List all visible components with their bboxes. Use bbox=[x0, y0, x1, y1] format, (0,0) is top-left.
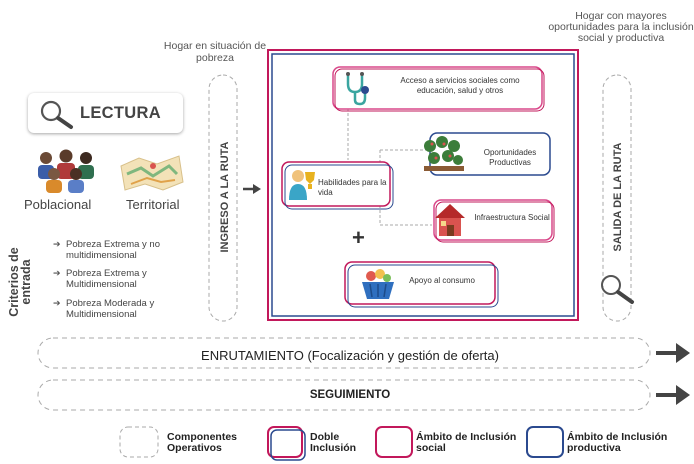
lectura-box bbox=[28, 93, 183, 133]
territorial-label: Territorial bbox=[126, 197, 180, 212]
basket-icon bbox=[362, 269, 394, 299]
poblacional-label: Poblacional bbox=[24, 197, 92, 212]
stethoscope-icon bbox=[346, 72, 369, 106]
people-icon bbox=[38, 149, 94, 193]
legend-productiva: Ámbito de Inclusión productiva bbox=[567, 431, 668, 454]
ingreso-label: INGRESO A LA RUTA bbox=[219, 141, 231, 253]
salida-label: SALIDA DE LA RUTA bbox=[612, 142, 624, 252]
map-icon bbox=[120, 155, 184, 191]
arrow-right-icon bbox=[243, 184, 261, 194]
arrow-right-icon: ➔ bbox=[53, 298, 61, 308]
lectura-title: LECTURA bbox=[80, 104, 161, 122]
apoyo-label: Apoyo al consumo bbox=[409, 276, 475, 285]
trophy-person-icon bbox=[289, 170, 315, 200]
seguimiento-label: SEGUIMIENTO bbox=[309, 389, 391, 401]
legend-operativos: Componentes Operativos bbox=[167, 431, 238, 454]
arrow-right-icon bbox=[656, 343, 690, 363]
arrow-right-icon bbox=[656, 385, 690, 405]
start-label: Hogar en situación de pobreza bbox=[163, 40, 267, 64]
search-icon bbox=[601, 275, 634, 304]
search-icon bbox=[40, 100, 73, 129]
end-label: Hogar con mayores oportunidades para la … bbox=[548, 10, 694, 44]
infraestructura-label: Infraestructura Social bbox=[474, 213, 550, 222]
acceso-label: Acceso a servicios sociales como educaci… bbox=[400, 76, 520, 95]
legend-doble: Doble Inclusión bbox=[310, 431, 357, 454]
oportunidades-label: Oportunidades Productivas bbox=[483, 148, 537, 167]
plus-sign: + bbox=[352, 225, 365, 250]
plants-icon bbox=[424, 136, 464, 171]
house-icon bbox=[435, 204, 465, 236]
legend-social: Ámbito de Inclusión social bbox=[416, 431, 517, 454]
arrow-right-icon: ➔ bbox=[53, 239, 61, 249]
habilidades-label: Habilidades para la vida bbox=[318, 178, 387, 197]
arrow-right-icon: ➔ bbox=[53, 268, 61, 278]
enrutamiento-label: ENRUTAMIENTO (Focalización y gestión de … bbox=[201, 348, 499, 363]
